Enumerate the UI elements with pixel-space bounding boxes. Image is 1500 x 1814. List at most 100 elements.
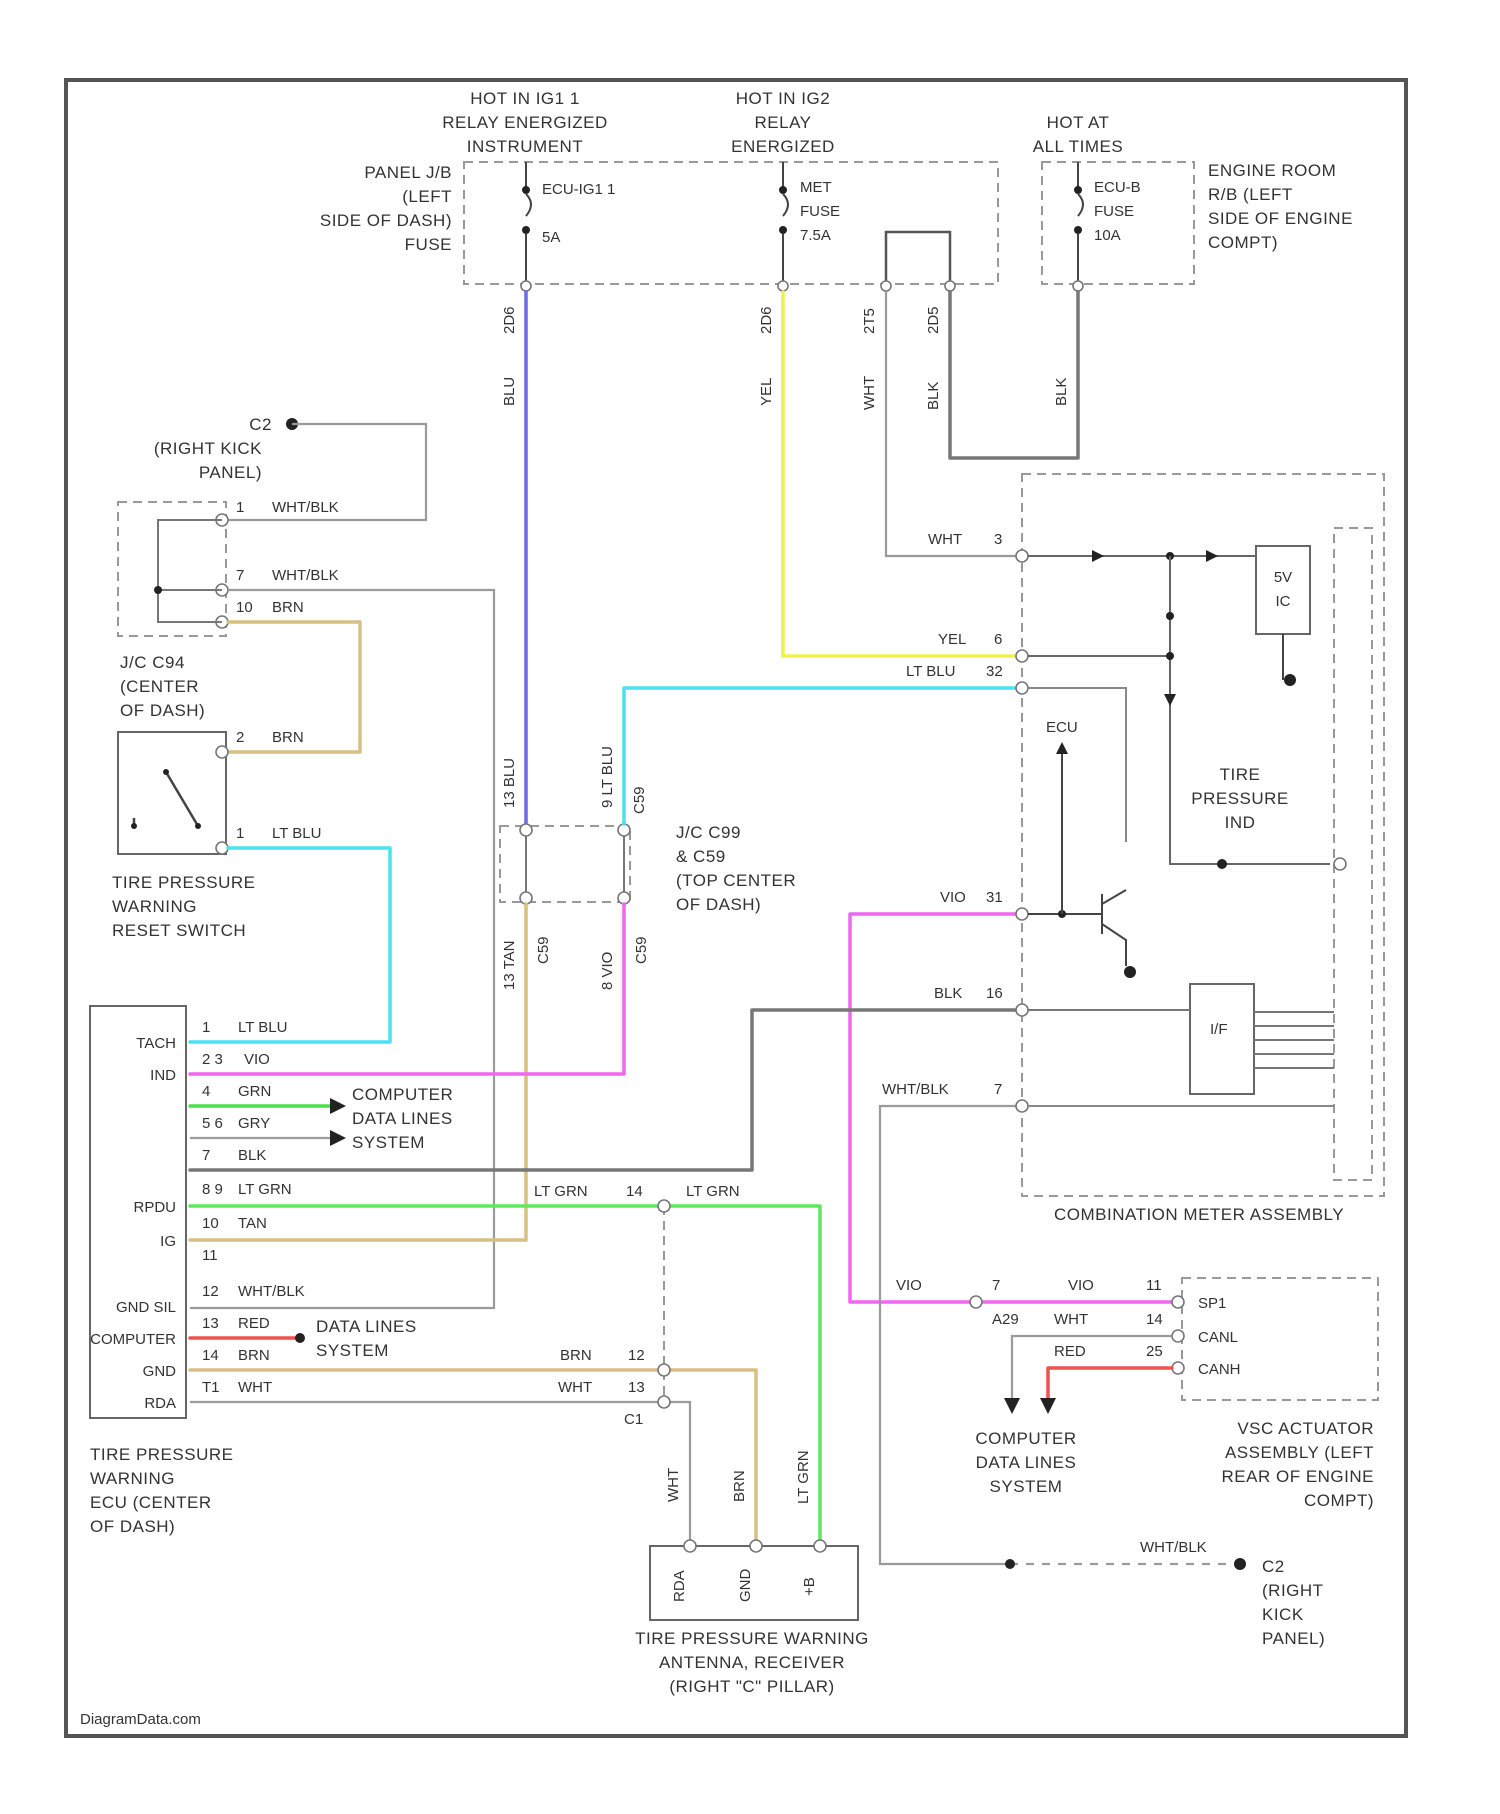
- svg-text:TIRE PRESSURE: TIRE PRESSURE: [90, 1445, 233, 1464]
- svg-text:31: 31: [986, 889, 1003, 906]
- data-lines-label-2: DATA LINES SYSTEM: [316, 1317, 417, 1360]
- svg-text:SYSTEM: SYSTEM: [352, 1133, 425, 1152]
- antenna-wire-labels: WHT BRN LT GRN: [665, 1450, 812, 1504]
- svg-text:10: 10: [202, 1215, 219, 1232]
- tire-pressure-ind-label: TIRE PRESSURE IND: [1191, 765, 1289, 832]
- svg-text:BRN: BRN: [272, 599, 304, 616]
- combo-meter-inner-box: [1334, 528, 1372, 1180]
- jb-internal-jumper: [886, 232, 950, 284]
- jc-c94-bus: [158, 520, 222, 622]
- jc-c99-top-labels: 13 BLU 9 LT BLU C59: [501, 746, 648, 814]
- svg-text:J/C C99: J/C C99: [676, 823, 741, 842]
- svg-text:8 9: 8 9: [202, 1181, 223, 1198]
- svg-text:2D6: 2D6: [758, 306, 775, 334]
- wire-wht-2t5: [886, 292, 1018, 556]
- svg-text:PANEL): PANEL): [199, 463, 262, 482]
- meter-cpu-label: I/F: [1210, 1021, 1228, 1038]
- vsc-actuator-label: VSC ACTUATOR ASSEMBLY (LEFT REAR OF ENGI…: [1222, 1419, 1374, 1510]
- jc-c99-pins: [520, 824, 630, 904]
- svg-text:VSC ACTUATOR: VSC ACTUATOR: [1237, 1419, 1374, 1438]
- svg-text:WHT/BLK: WHT/BLK: [272, 499, 339, 516]
- svg-text:8 VIO: 8 VIO: [599, 952, 616, 990]
- svg-text:OF DASH): OF DASH): [90, 1517, 175, 1536]
- wire-blk-loop: [950, 292, 1078, 458]
- fuse-met: MET FUSE 7.5A: [779, 162, 840, 284]
- svg-text:13: 13: [628, 1379, 645, 1396]
- jc-c94-pin-labels: 1 WHT/BLK 7 WHT/BLK 10 BRN: [236, 499, 339, 616]
- meter-transistor: [1028, 890, 1126, 966]
- meter-tach-line: [1028, 688, 1126, 842]
- meter-transistor-ground: [1124, 966, 1136, 978]
- svg-text:ANTENNA, RECEIVER: ANTENNA, RECEIVER: [659, 1653, 845, 1672]
- svg-text:VIO: VIO: [1068, 1277, 1094, 1294]
- svg-text:GRY: GRY: [238, 1115, 270, 1132]
- svg-text:7: 7: [236, 567, 244, 584]
- svg-text:RELAY: RELAY: [755, 113, 812, 132]
- svg-text:IC: IC: [1276, 593, 1291, 610]
- svg-text:RED: RED: [1054, 1343, 1086, 1360]
- svg-text:SIDE OF ENGINE: SIDE OF ENGINE: [1208, 209, 1353, 228]
- svg-text:COMPUTER: COMPUTER: [975, 1429, 1076, 1448]
- svg-text:12: 12: [202, 1283, 219, 1300]
- svg-text:FUSE: FUSE: [800, 203, 840, 220]
- reset-switch-pin1: [216, 842, 228, 854]
- computer-data-lines-label: COMPUTER DATA LINES SYSTEM: [352, 1085, 453, 1152]
- svg-text:C2: C2: [249, 415, 272, 434]
- meter-ig-diode: [1164, 694, 1176, 706]
- svg-text:RDA: RDA: [671, 1570, 688, 1602]
- meter-cpu-bus: [1028, 1010, 1334, 1068]
- svg-text:BLK: BLK: [925, 382, 942, 410]
- svg-text:KICK: KICK: [1262, 1605, 1304, 1624]
- vsc-pin-labels: VIO 7 VIO 11 WHT 14 RED 25 A29: [896, 1277, 1163, 1360]
- wire-lt-grn: [190, 1206, 820, 1540]
- svg-text:LT BLU: LT BLU: [238, 1019, 287, 1036]
- svg-text:14: 14: [202, 1347, 219, 1364]
- reset-switch-symbol: [131, 769, 201, 829]
- svg-text:C2: C2: [1262, 1557, 1285, 1576]
- svg-text:(CENTER: (CENTER: [120, 677, 199, 696]
- top-wire-color-labels: BLU YEL WHT BLK BLK: [501, 376, 1070, 410]
- svg-text:1: 1: [236, 499, 244, 516]
- svg-text:(RIGHT "C" PILLAR): (RIGHT "C" PILLAR): [669, 1677, 834, 1696]
- fuse-ecu-ig1: ECU-IG1 1 5A: [522, 162, 615, 284]
- svg-text:T1: T1: [202, 1379, 220, 1396]
- svg-text:(TOP CENTER: (TOP CENTER: [676, 871, 796, 890]
- svg-text:R/B (LEFT: R/B (LEFT: [1208, 185, 1293, 204]
- red-data-dot: [295, 1333, 305, 1343]
- fuse-ecu-b: ECU-B FUSE 10A: [1074, 162, 1141, 284]
- vsc-a29-pin: [970, 1296, 982, 1308]
- svg-text:10A: 10A: [1094, 227, 1121, 244]
- svg-text:C1: C1: [624, 1411, 643, 1428]
- jc-c94-label: J/C C94 (CENTER OF DASH): [120, 653, 205, 720]
- svg-text:VIO: VIO: [244, 1051, 270, 1068]
- svg-text:(LEFT: (LEFT: [402, 187, 452, 206]
- svg-text:5 6: 5 6: [202, 1115, 223, 1132]
- svg-text:ECU (CENTER: ECU (CENTER: [90, 1493, 212, 1512]
- svg-text:DATA LINES: DATA LINES: [352, 1109, 453, 1128]
- svg-text:25: 25: [1146, 1343, 1163, 1360]
- svg-text:SYSTEM: SYSTEM: [316, 1341, 389, 1360]
- svg-text:6: 6: [994, 631, 1002, 648]
- jc-c99-bottom-labels: C59 C59 13 TAN 8 VIO: [501, 936, 650, 990]
- svg-text:INSTRUMENT: INSTRUMENT: [467, 137, 583, 156]
- svg-text:2T5: 2T5: [861, 308, 878, 334]
- jb-connector-labels: 2D6 2D6 2T5 2D5: [501, 306, 942, 334]
- svg-text:SP1: SP1: [1198, 1295, 1226, 1312]
- engine-room-rb-label: ENGINE ROOM R/B (LEFT SIDE OF ENGINE COM…: [1208, 161, 1353, 252]
- combo-meter-pins: [1016, 550, 1028, 1112]
- svg-text:HOT AT: HOT AT: [1047, 113, 1110, 132]
- svg-text:RDA: RDA: [144, 1395, 176, 1412]
- svg-text:GND: GND: [737, 1569, 754, 1603]
- antenna-receiver-label: TIRE PRESSURE WARNING ANTENNA, RECEIVER …: [635, 1629, 869, 1696]
- meter-5v-ic-label: 5V IC: [1274, 569, 1292, 610]
- combo-meter-box: [1022, 474, 1384, 1196]
- svg-text:OF DASH): OF DASH): [676, 895, 761, 914]
- svg-text:WHT: WHT: [558, 1379, 592, 1396]
- svg-text:LT BLU: LT BLU: [906, 663, 955, 680]
- svg-text:TIRE PRESSURE WARNING: TIRE PRESSURE WARNING: [635, 1629, 869, 1648]
- c1-labels: LT GRN 14 LT GRN BRN 12 WHT 13 C1 C1: [534, 1175, 740, 1428]
- svg-text:BRN: BRN: [731, 1470, 748, 1502]
- svg-text:IND: IND: [1225, 813, 1256, 832]
- svg-text:9 LT BLU: 9 LT BLU: [599, 746, 616, 808]
